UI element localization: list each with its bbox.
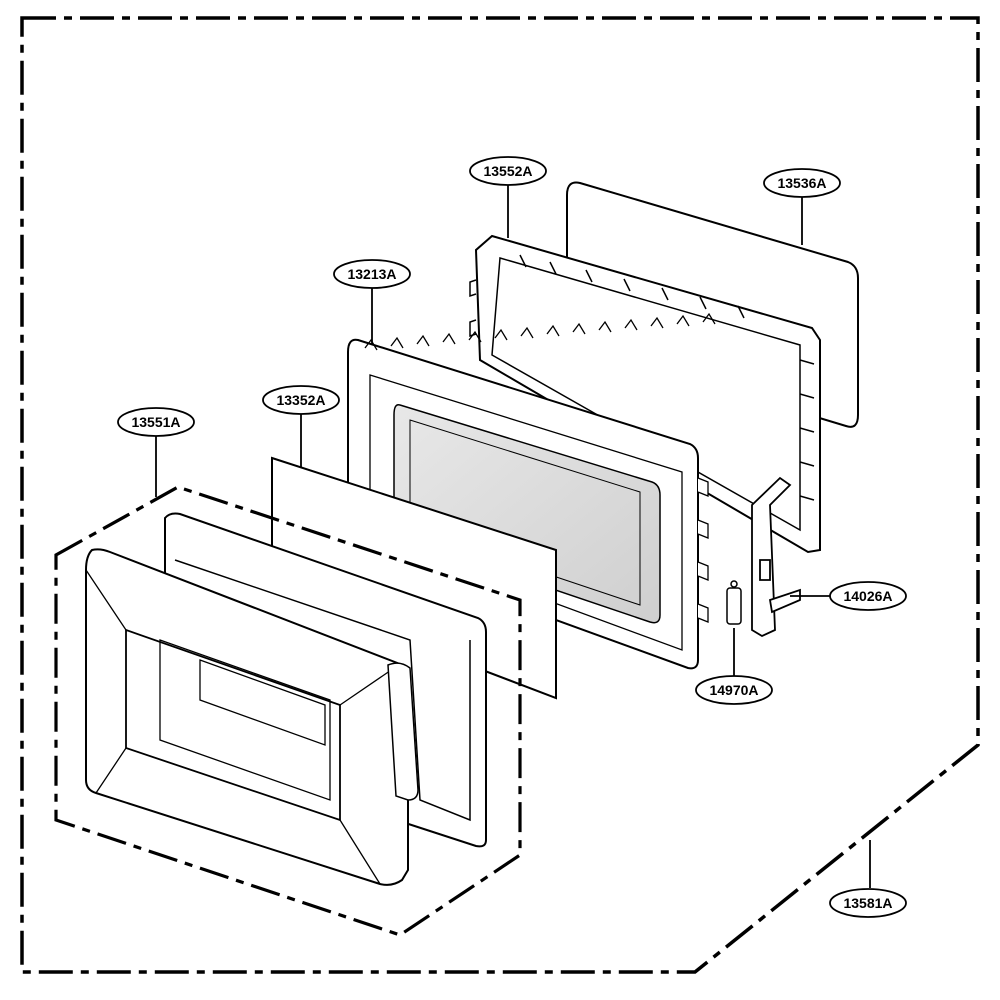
door-frame-13552A [469, 234, 821, 554]
door-trim-frame-13551A [85, 512, 487, 886]
callout-label: 13552A [483, 163, 532, 179]
callout-label: 13551A [131, 414, 180, 430]
callout-14970A: 14970A [695, 675, 773, 705]
callout-13552A: 13552A [469, 156, 547, 186]
callout-13581A: 13581A [829, 888, 907, 918]
spring-14970A [726, 580, 742, 625]
callout-13536A: 13536A [763, 168, 841, 198]
callout-13213A: 13213A [333, 259, 411, 289]
inner-door-panel-13213A [347, 312, 716, 670]
door-window-glass [393, 403, 661, 624]
assembly-boundary-outline [20, 16, 980, 974]
callout-14026A: 14026A [829, 581, 907, 611]
callout-label: 13352A [276, 392, 325, 408]
callout-label: 13536A [777, 175, 826, 191]
callout-label: 14026A [843, 588, 892, 604]
callout-13551A: 13551A [117, 407, 195, 437]
subassembly-boundary-outline [54, 485, 522, 937]
callout-label: 13581A [843, 895, 892, 911]
callout-label: 14970A [709, 682, 758, 698]
leader-lines [155, 185, 871, 888]
callout-label: 13213A [347, 266, 396, 282]
callout-13352A: 13352A [262, 385, 340, 415]
